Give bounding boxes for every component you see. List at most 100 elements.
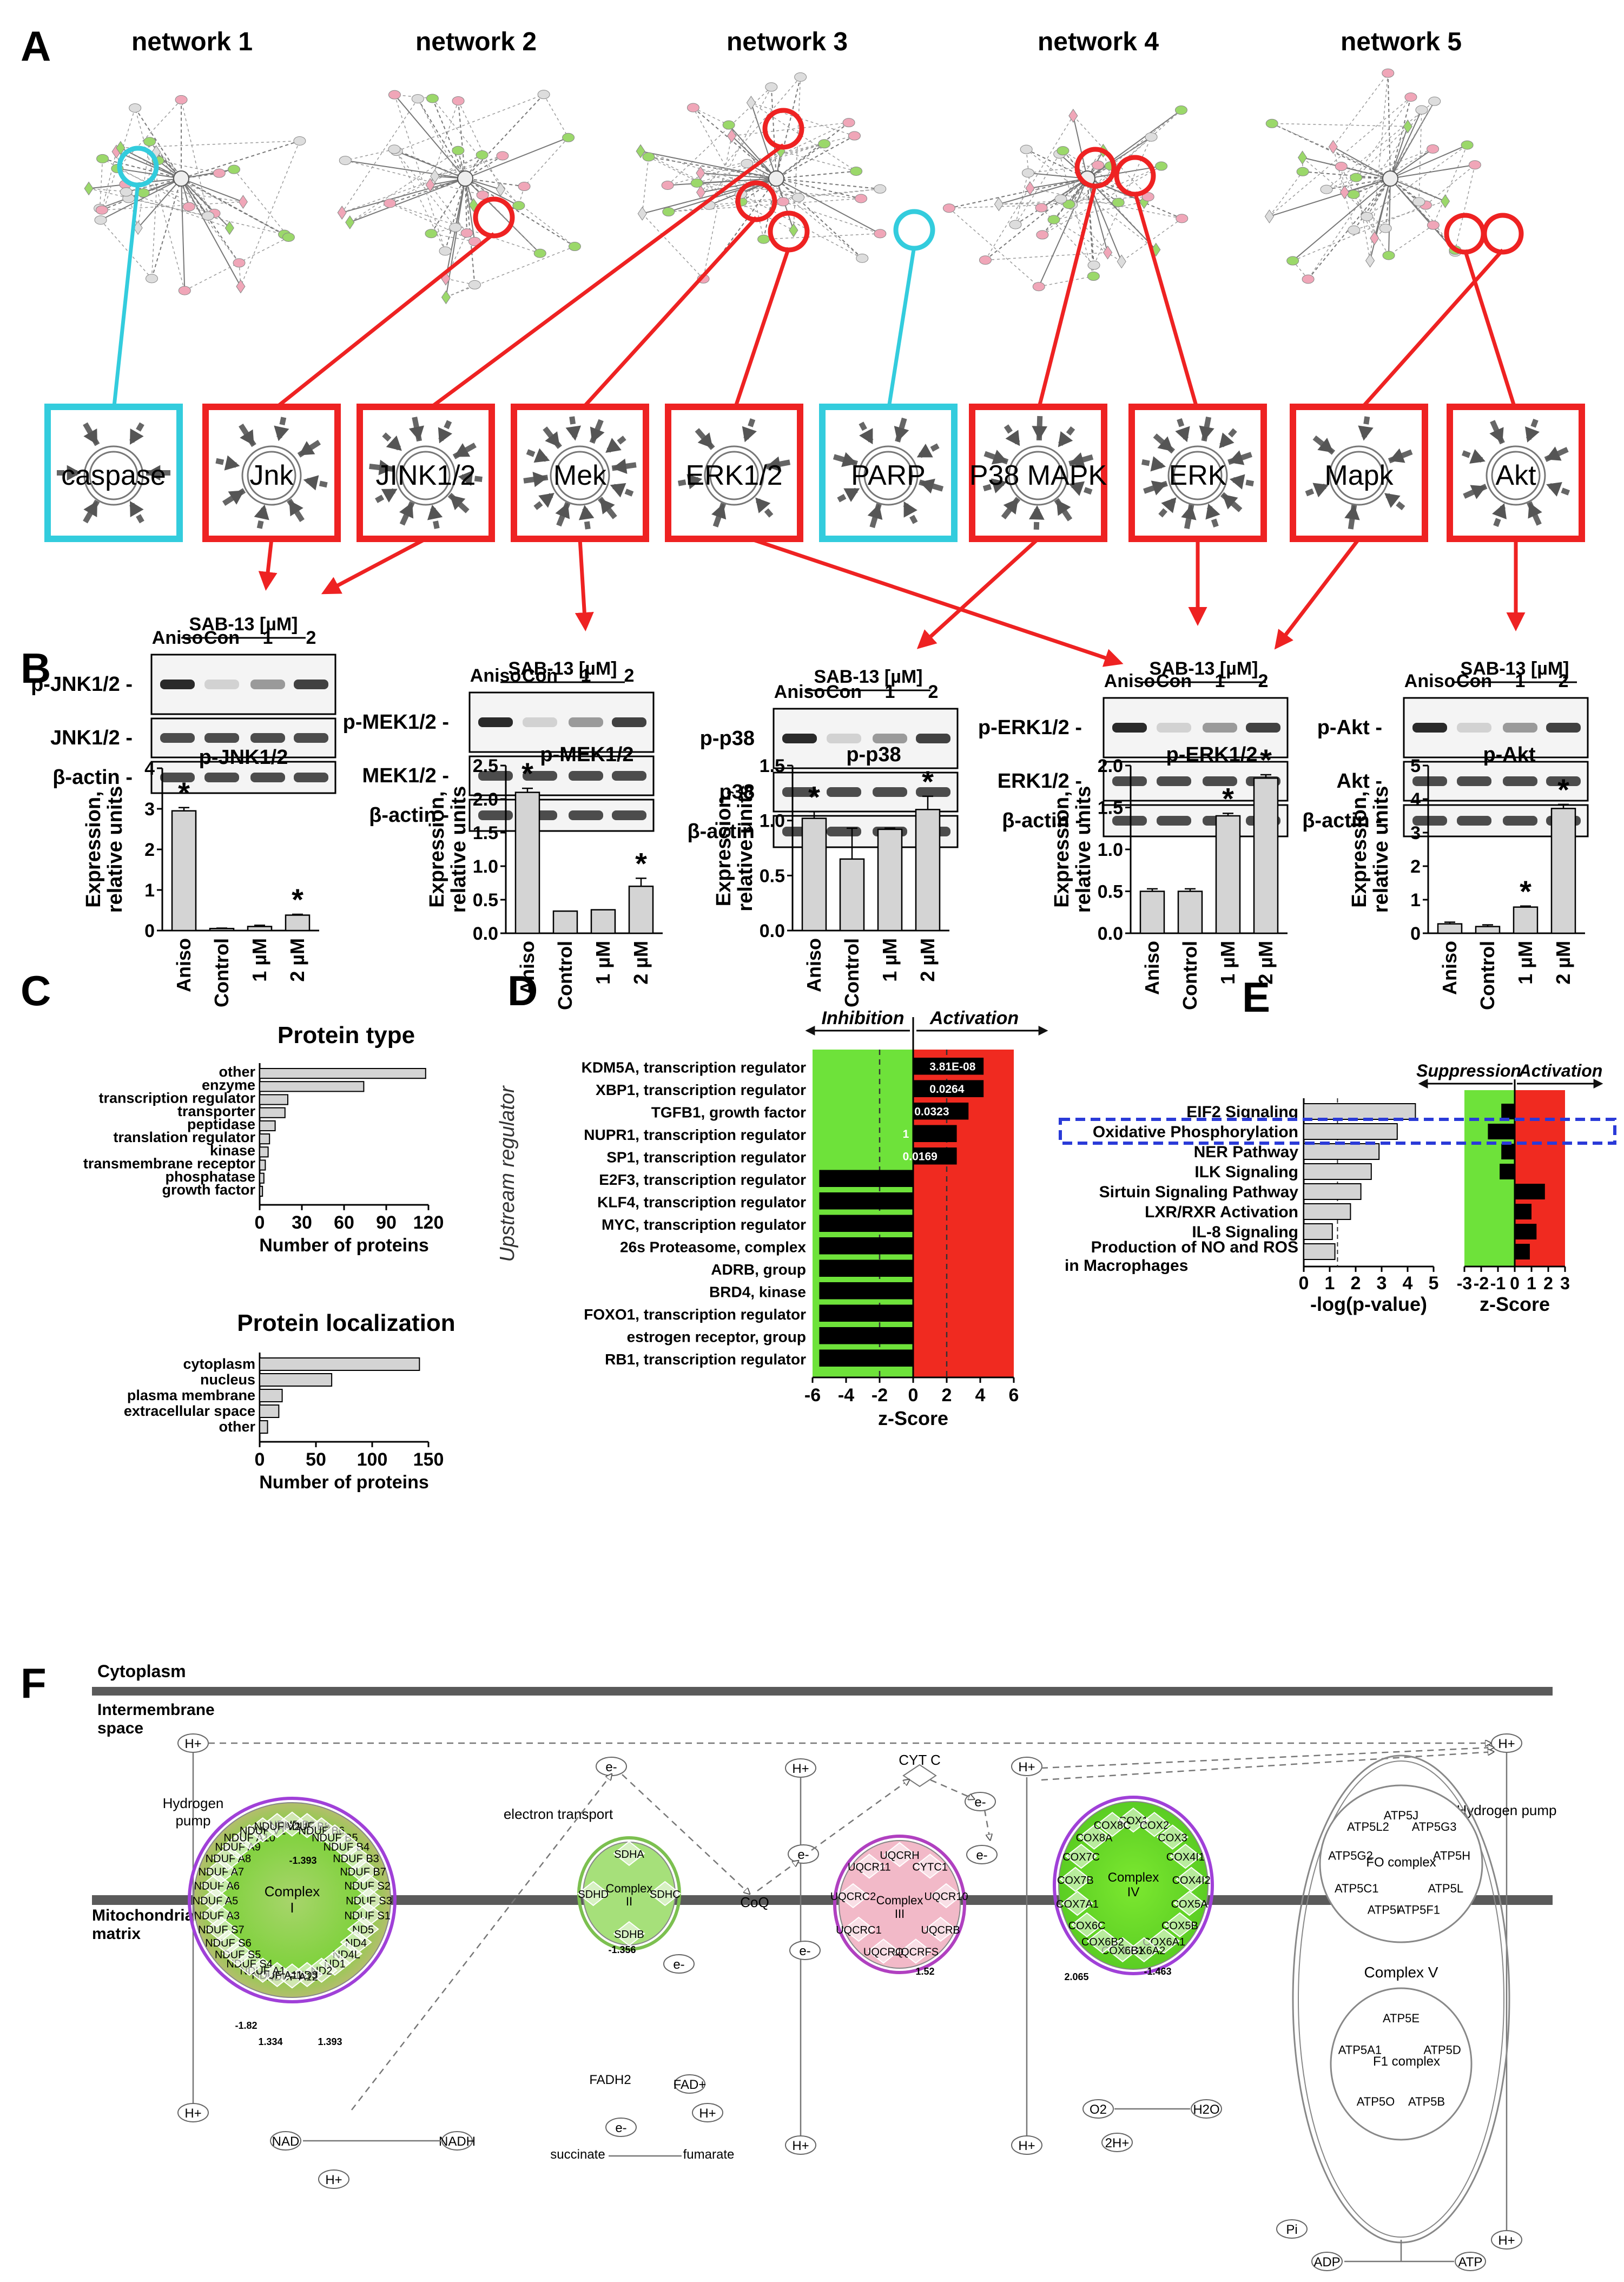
network-edge bbox=[1121, 218, 1183, 262]
network-node bbox=[537, 90, 550, 100]
significance-star: * bbox=[1557, 773, 1569, 807]
pathway-label: ILK Signaling bbox=[1194, 1163, 1298, 1181]
regulator-label: MYC, transcription regulator bbox=[602, 1216, 806, 1233]
network-node bbox=[1461, 140, 1474, 150]
blot-band bbox=[1457, 723, 1491, 733]
node-label: Mek bbox=[553, 460, 607, 491]
network-edge bbox=[1087, 166, 1161, 179]
pathway-label: Production of NO and ROS bbox=[1091, 1238, 1298, 1256]
bar bbox=[819, 1215, 913, 1232]
x-axis-label: Number of proteins bbox=[259, 1235, 429, 1256]
network-node bbox=[765, 82, 778, 92]
network-node bbox=[512, 201, 525, 210]
network-edge bbox=[1087, 136, 1152, 179]
blot-row-label: p-p38 bbox=[700, 727, 755, 750]
proton-label-shape bbox=[785, 2135, 816, 2155]
protein-label: UQCRB bbox=[921, 1924, 960, 1936]
network-edge bbox=[1390, 178, 1434, 226]
network-edge bbox=[1071, 166, 1161, 206]
network-edge bbox=[1369, 73, 1389, 261]
proton-label: H+ bbox=[792, 1762, 809, 1776]
network-edge bbox=[985, 115, 1074, 261]
node-arrowhead bbox=[146, 465, 161, 481]
network-edge bbox=[985, 178, 1088, 261]
network-edge bbox=[1028, 164, 1098, 174]
activation-label: Activation bbox=[1519, 1061, 1603, 1080]
y-axis-label: Expression, bbox=[712, 790, 735, 906]
p-value-label: 0.0183 bbox=[823, 1263, 858, 1275]
network-node bbox=[1296, 167, 1309, 176]
proton-label-shape bbox=[318, 2169, 349, 2189]
regulator-label: NUPR1, transcription regulator bbox=[584, 1126, 806, 1143]
regulator-label: RB1, transcription regulator bbox=[605, 1351, 806, 1368]
bar bbox=[590, 909, 616, 934]
nadh-label-shape bbox=[441, 2131, 473, 2151]
sab-label: SAB-13 [µM] bbox=[1461, 658, 1569, 679]
protein-diamond bbox=[649, 1881, 681, 1907]
node-arrowhead bbox=[538, 493, 554, 508]
network-edge bbox=[1390, 148, 1434, 179]
node-label: P38 MAPK bbox=[969, 460, 1107, 491]
p-value-label: 0.0169 bbox=[903, 1151, 938, 1163]
network-edge bbox=[709, 87, 772, 206]
y-tick-label: 2.0 bbox=[473, 789, 498, 810]
protein-diamond bbox=[883, 1842, 916, 1868]
blot-band bbox=[160, 773, 195, 782]
bar bbox=[1475, 926, 1501, 934]
network-edge bbox=[999, 202, 1119, 205]
intermembrane-label: Intermembrane bbox=[97, 1701, 215, 1719]
node-arrowhead bbox=[755, 497, 771, 513]
bar bbox=[259, 1120, 276, 1132]
x-tick-label: 100 bbox=[357, 1449, 388, 1470]
network-edge bbox=[642, 213, 704, 279]
flow-arrow bbox=[1274, 537, 1361, 650]
protein-diamond bbox=[1071, 1912, 1103, 1938]
electron-label: e- bbox=[615, 2121, 626, 2135]
bar bbox=[1488, 1124, 1515, 1139]
network-node bbox=[496, 151, 509, 161]
node-arrowhead bbox=[408, 425, 425, 441]
lane-label: Con bbox=[1456, 671, 1492, 691]
network-node bbox=[1009, 220, 1022, 229]
matrix-label: matrix bbox=[92, 1925, 141, 1943]
bar bbox=[1515, 1224, 1537, 1239]
network-edge bbox=[1269, 96, 1411, 217]
electron-transport-label: electron transport bbox=[504, 1806, 613, 1822]
panel-label-f: F bbox=[21, 1659, 47, 1707]
protein-label: COX6B2 bbox=[1081, 1936, 1124, 1948]
x-tick-label: 4 bbox=[1403, 1273, 1413, 1294]
hydrogen-pump-label: Hydrogen pump bbox=[1457, 1802, 1557, 1818]
network-edge bbox=[1071, 136, 1152, 206]
node-box: Akt bbox=[1447, 404, 1585, 542]
node-arrowhead bbox=[765, 456, 782, 472]
x-tick-label: 1 µM bbox=[879, 938, 901, 982]
node-box: P38 MAPK bbox=[969, 404, 1107, 542]
pathway-arrow bbox=[351, 1775, 611, 2110]
network-edge bbox=[1038, 178, 1088, 287]
y-tick-label: 2 bbox=[1410, 856, 1421, 877]
x-tick-label: 1 µM bbox=[1217, 941, 1239, 985]
node-ring bbox=[863, 451, 913, 500]
blot-band bbox=[160, 733, 195, 743]
bar bbox=[913, 1080, 984, 1097]
network-graph bbox=[84, 95, 306, 295]
inhibition-region bbox=[813, 1050, 913, 1377]
blot-band bbox=[1157, 816, 1191, 826]
p-value-label: 6.3E-3 bbox=[823, 1196, 857, 1208]
fold-change-value: 1.393 bbox=[318, 2036, 342, 2047]
node-arrowhead bbox=[1005, 430, 1020, 446]
protein-diamond bbox=[914, 1854, 946, 1879]
node-arrowhead bbox=[454, 443, 471, 457]
node-ring bbox=[1173, 451, 1223, 500]
proton-label: H+ bbox=[1018, 2139, 1035, 2153]
node-arrowhead bbox=[1546, 482, 1562, 497]
network-node bbox=[460, 228, 473, 238]
network-node bbox=[120, 187, 133, 197]
y-tick-label: 1.5 bbox=[760, 756, 785, 776]
network-node bbox=[238, 195, 248, 209]
protein-label: ATP5D bbox=[1423, 2043, 1461, 2057]
bar bbox=[1550, 808, 1576, 934]
network-graph bbox=[1264, 68, 1481, 284]
